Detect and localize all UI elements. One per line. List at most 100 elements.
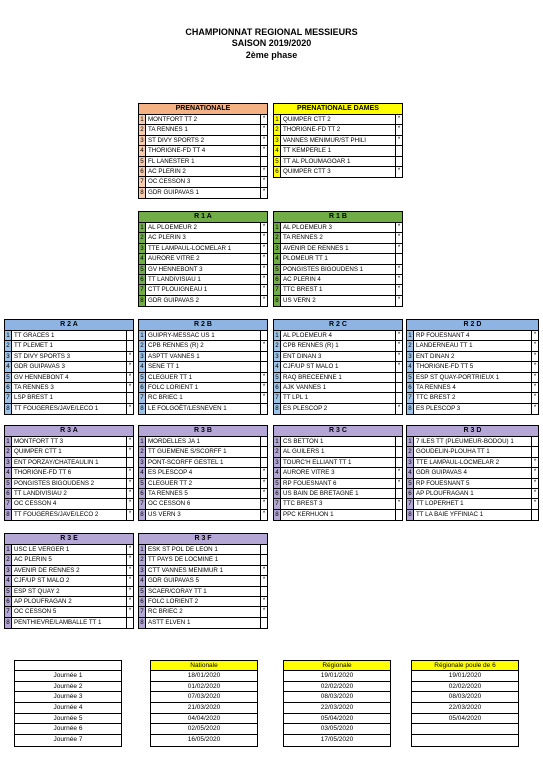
team-rank: 4 (139, 576, 146, 586)
team-name: GDR GUIPAVAS 1 (146, 187, 261, 199)
team-star: * (262, 188, 266, 195)
team-star: * (262, 489, 266, 496)
team-rank: 4 (5, 362, 12, 372)
team-star (532, 510, 538, 520)
team-star (261, 437, 267, 446)
team-rank: 5 (139, 264, 146, 274)
team-name: ESK ST POL DE LEON 1 (146, 545, 261, 555)
team-star (396, 437, 402, 446)
team-star: * (128, 577, 132, 584)
team-star (127, 618, 133, 628)
team-star: * (128, 556, 132, 563)
team-rank: 4 (139, 362, 146, 372)
team-name: RP FOUESNANT 4 (414, 331, 532, 341)
team-star: * (397, 352, 401, 359)
team-rank: 5 (407, 478, 414, 488)
team-name: CLEGUER TT 2 (146, 478, 261, 488)
team-name: LSP BREST 1 (12, 393, 127, 403)
team-star: * (262, 286, 266, 293)
team-name: AURORE VITRE 2 (146, 254, 261, 264)
team-rank: 1 (5, 437, 12, 447)
team-star: * (533, 500, 537, 507)
team-star: * (533, 404, 537, 411)
team-star: * (262, 479, 266, 486)
team-rank: 2 (139, 341, 146, 351)
group-header: R 1 B (274, 212, 402, 223)
group-header: PRENATIONALE DAMES (274, 104, 402, 115)
team-name: AP PLOUFRAGAN 1 (414, 488, 532, 499)
group-header: R 1 A (139, 212, 267, 223)
team-name: THORIGNE-FD TT 6 (12, 468, 127, 478)
team-rank: 8 (274, 509, 281, 521)
team-name: OC CESSON 6 (146, 499, 261, 509)
team-rank: 5 (139, 372, 146, 382)
team-name: TT LANDIVISIAU 1 (146, 274, 261, 285)
team-rank: 4 (407, 362, 414, 372)
team-rank: 1 (407, 331, 414, 341)
team-rank: 4 (407, 468, 414, 478)
team-star: * (128, 546, 132, 552)
team-star: * (262, 510, 266, 517)
team-name: LANDERNEAU TT 1 (414, 341, 532, 351)
team-name: FOLC LORIENT 2 (146, 596, 261, 607)
team-name: RP FOUESNANT 6 (281, 478, 396, 488)
team-star: * (533, 352, 537, 359)
calendar-date: 19/01/2020 (284, 671, 390, 682)
team-name: PPC KERHUON 1 (281, 509, 396, 521)
team-star: * (128, 489, 132, 496)
team-name: CS BETTON 1 (281, 437, 396, 447)
team-rank: 2 (139, 447, 146, 457)
team-name: TA RENNES 3 (12, 382, 127, 393)
team-rank: 2 (274, 341, 281, 351)
team-star: * (533, 489, 537, 496)
calendar-date: 03/05/2020 (284, 724, 390, 736)
team-star: * (533, 363, 537, 370)
calendar-label: Journée 5 (15, 714, 121, 725)
team-star (261, 404, 267, 414)
calendar-label: Journée 4 (15, 703, 121, 714)
team-rank: 3 (274, 351, 281, 362)
team-star: * (262, 577, 266, 584)
team-name: TT PLEMET 1 (12, 341, 127, 351)
team-rank: 7 (139, 177, 146, 187)
team-star: * (262, 373, 266, 380)
team-name: US VERN 2 (281, 295, 396, 307)
team-star: * (128, 383, 132, 390)
team-rank: 5 (5, 586, 12, 596)
calendar-label: Journée 3 (15, 692, 121, 704)
calendar-header: Régionale (284, 661, 390, 671)
team-rank: 6 (139, 166, 146, 177)
team-star: * (397, 469, 401, 476)
team-name: TT LA BAIE YFFINIAC 1 (414, 509, 532, 521)
team-name: GDR GUIPAVAS 5 (146, 576, 261, 586)
calendar-date: 04/04/2020 (151, 714, 257, 725)
group-header: R 2 C (274, 320, 402, 331)
team-rank: 5 (5, 372, 12, 382)
team-name: TA RENNES 2 (281, 233, 396, 243)
team-star: * (262, 500, 266, 507)
team-name: AVENIR DE RENNES 2 (12, 565, 127, 576)
team-name: TT GUEMENE S/SCORFF 1 (146, 447, 261, 457)
